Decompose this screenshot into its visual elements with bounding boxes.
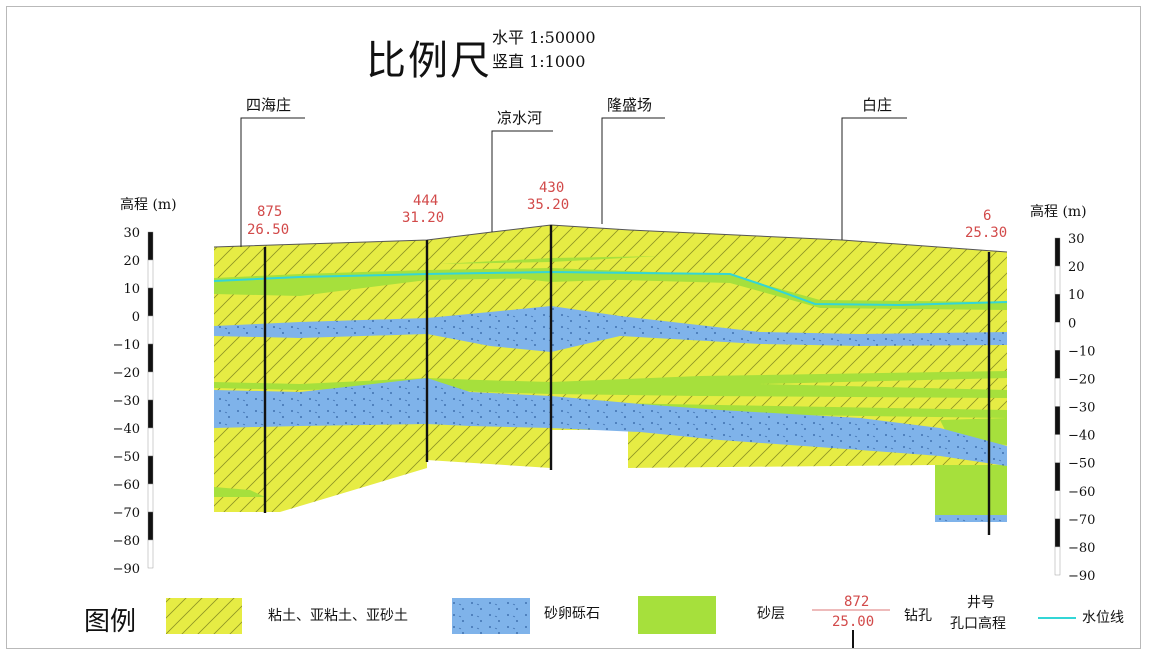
right-axis-segment xyxy=(1054,406,1061,435)
location-markers xyxy=(240,117,907,247)
right-axis-tick-label: 10 xyxy=(1068,288,1085,303)
left-axis-segment xyxy=(147,539,154,569)
left-axis-segment xyxy=(147,371,154,401)
left-axis-tick-label: −40 xyxy=(113,422,140,437)
legend-label-gravel: 砂卵砾石 xyxy=(544,606,600,622)
right-axis-tick-label: 0 xyxy=(1068,316,1076,331)
right-axis-tick-label: −70 xyxy=(1068,513,1095,528)
well-id-3: 6 xyxy=(983,208,991,224)
left-axis-tick-label: −60 xyxy=(113,478,140,493)
legend-well-caption-2: 孔口高程 xyxy=(950,615,1006,632)
left-axis-segment xyxy=(147,427,154,457)
legend-well-caption-1: 井号 xyxy=(967,595,995,611)
water-table-line xyxy=(213,270,1008,307)
left-axis-segment xyxy=(147,511,154,541)
legend-swatch-clay xyxy=(166,598,242,634)
right-axis-segment xyxy=(1054,265,1061,295)
right-axis-segment xyxy=(1054,490,1061,520)
left-axis-tick-label: 0 xyxy=(132,310,140,325)
legend-label-clay: 粘土、亚粘土、亚砂土 xyxy=(268,608,408,624)
right-axis-segment xyxy=(1054,546,1061,576)
figure-frame xyxy=(6,6,1141,649)
left-axis-tick-label: −10 xyxy=(113,338,140,353)
right-axis-title: 高程 (m) xyxy=(1030,203,1087,220)
left-axis-segment xyxy=(147,315,154,345)
left-axis-tick-label: 10 xyxy=(123,282,140,297)
legend-label-sand: 砂层 xyxy=(757,606,785,622)
legend-well-id: 872 xyxy=(844,594,869,610)
left-axis-tick-label: −30 xyxy=(113,394,140,409)
scale-vertical: 竖直 1:1000 xyxy=(492,52,586,71)
legend-well-elevation: 25.00 xyxy=(832,614,874,630)
right-axis-tick-label: 20 xyxy=(1068,260,1085,275)
well-elevation-2: 35.20 xyxy=(527,197,569,213)
right-axis-segment xyxy=(1054,350,1061,379)
well-id-1: 444 xyxy=(413,193,438,209)
location-label-2: 隆盛场 xyxy=(607,96,652,114)
legend-well-label: 钻孔 xyxy=(904,608,932,624)
left-axis-tick-label: 30 xyxy=(123,226,140,241)
location-label-0: 四海庄 xyxy=(246,96,291,114)
legend-swatch-gravel xyxy=(452,598,530,634)
right-axis-segment xyxy=(1054,322,1061,351)
left-axis-tick-label: −50 xyxy=(113,450,140,465)
right-axis-segment xyxy=(1054,237,1061,267)
well-elevation-3: 25.30 xyxy=(965,225,1007,241)
right-axis-tick-label: −10 xyxy=(1068,344,1095,359)
legend-title: 图例 xyxy=(84,607,136,637)
location-label-1: 凉水河 xyxy=(497,109,542,127)
well-elevation-1: 31.20 xyxy=(402,210,444,226)
right-axis-tick-label: −40 xyxy=(1068,429,1095,444)
left-axis-tick-label: −70 xyxy=(113,506,140,521)
left-elevation-axis: 30 20 10 0 −10 −20 −30 −40 −50 −60 −70 −80 −90 xyxy=(113,226,154,577)
left-axis-segment xyxy=(147,259,154,289)
left-axis-title: 高程 (m) xyxy=(120,196,177,213)
right-axis-segment xyxy=(1054,518,1061,548)
boreholes xyxy=(263,225,991,535)
left-axis-segment xyxy=(147,287,154,317)
left-axis-tick-label: −90 xyxy=(113,562,140,577)
left-axis-tick-label: −20 xyxy=(113,366,140,381)
legend-swatch-sand xyxy=(638,596,716,634)
right-axis-tick-label: −60 xyxy=(1068,485,1095,500)
left-axis-tick-label: −80 xyxy=(113,534,140,549)
left-axis-segment xyxy=(147,231,154,261)
left-axis-tick-label: 20 xyxy=(123,254,140,269)
right-axis-segment xyxy=(1054,378,1061,407)
right-axis-segment xyxy=(1054,462,1061,491)
right-axis-segment xyxy=(1054,434,1061,463)
well-id-2: 430 xyxy=(539,180,564,196)
left-axis-segment xyxy=(147,455,154,485)
right-axis-tick-label: −30 xyxy=(1068,401,1095,416)
right-axis-tick-label: −20 xyxy=(1068,372,1095,387)
location-label-3: 白庄 xyxy=(862,96,892,114)
left-axis-segment xyxy=(147,483,154,513)
right-elevation-axis: 30 20 10 0 −10 −20 −30 −40 −50 −60 −70 −80 −90 xyxy=(1054,232,1095,584)
right-axis-segment xyxy=(1054,293,1061,323)
left-axis-segment xyxy=(147,343,154,373)
right-axis-tick-label: 30 xyxy=(1068,232,1085,247)
left-axis-segment xyxy=(147,399,154,429)
scale-title: 比例尺 xyxy=(366,38,492,84)
right-axis-tick-label: −50 xyxy=(1068,457,1095,472)
well-elevation-0: 26.50 xyxy=(247,222,289,238)
legend: 图例 粘土、亚粘土、亚砂土 砂卵砾石 砂层 872 25.00 钻孔 井号 孔口… xyxy=(84,594,1124,648)
legend-water-label: 水位线 xyxy=(1082,610,1124,626)
right-axis-tick-label: −80 xyxy=(1068,541,1095,556)
well-id-0: 875 xyxy=(257,204,282,220)
right-axis-tick-label: −90 xyxy=(1068,569,1095,584)
scale-horizontal: 水平 1:50000 xyxy=(492,28,596,47)
